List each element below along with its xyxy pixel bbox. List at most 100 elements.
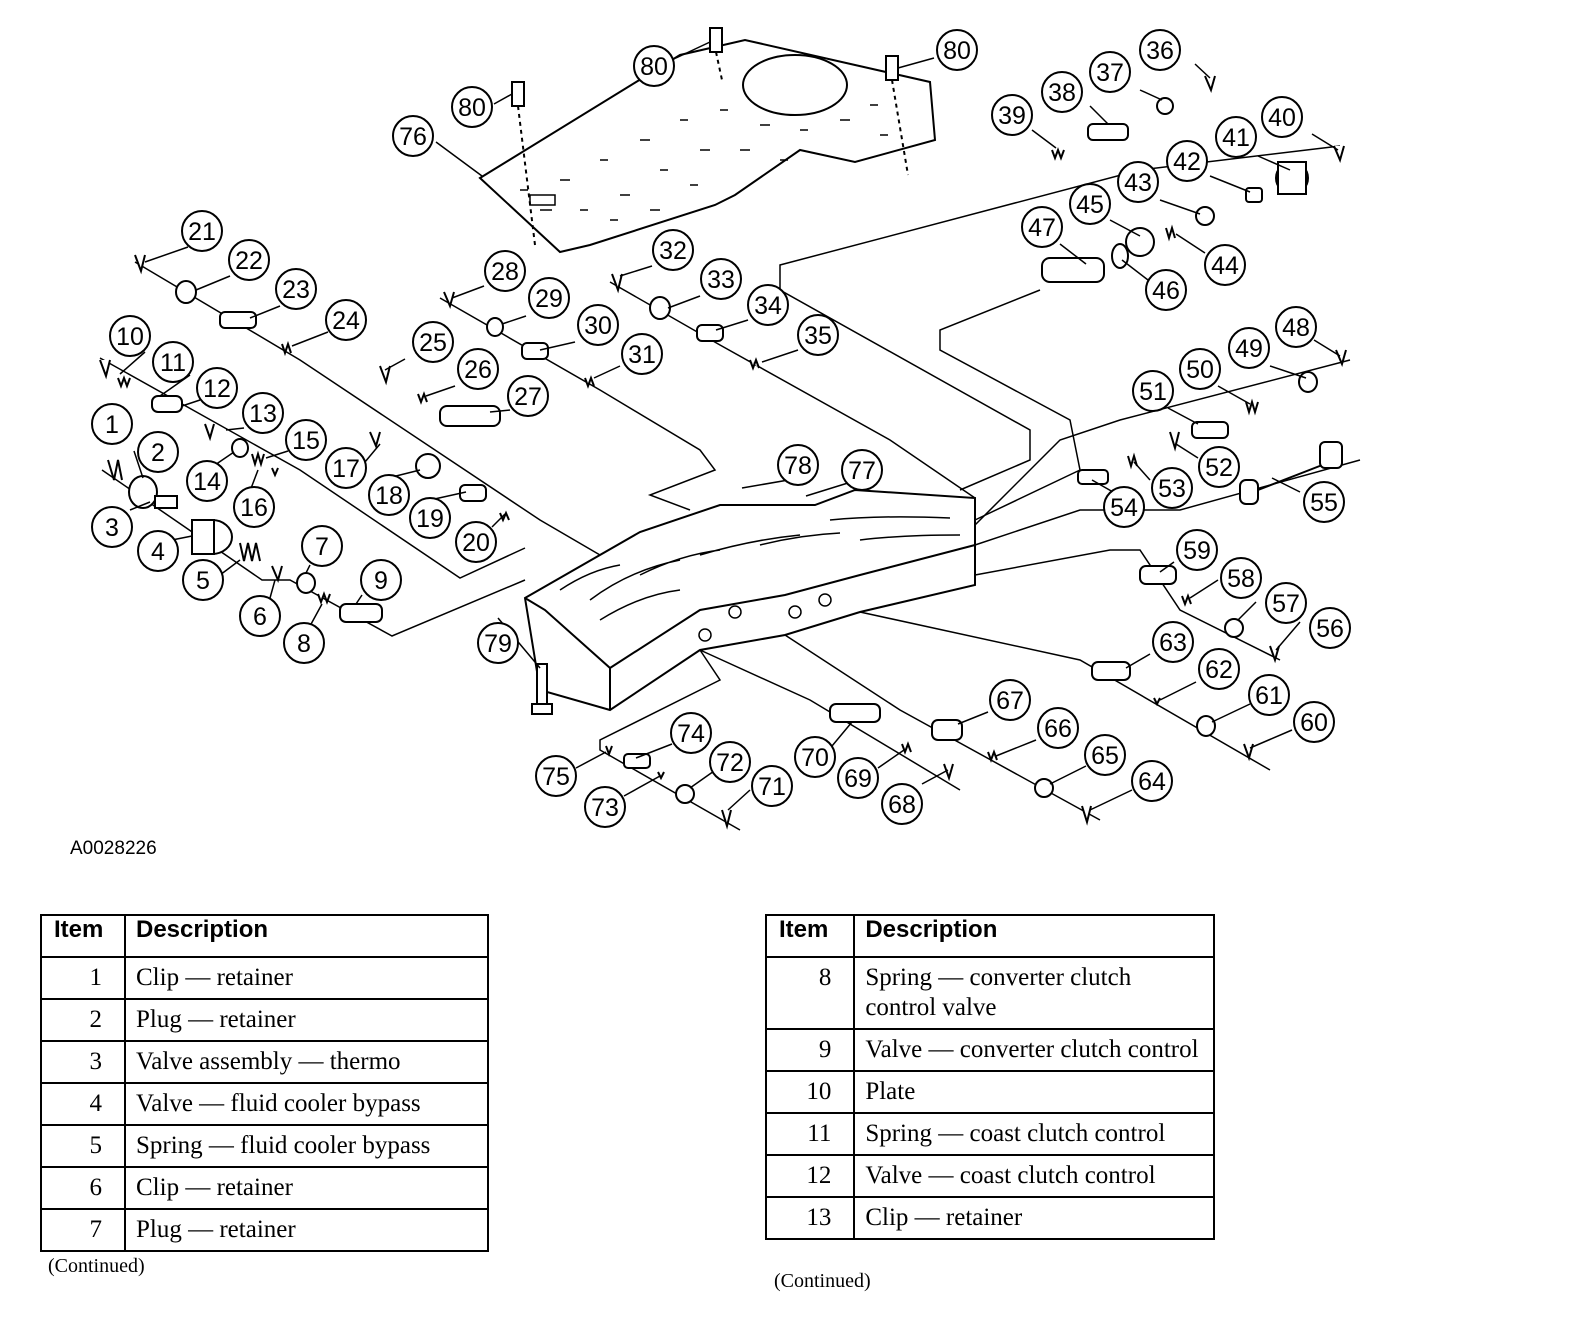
svg-text:78: 78 bbox=[784, 452, 812, 480]
svg-text:59: 59 bbox=[1183, 537, 1211, 565]
callout-47: 47 bbox=[1021, 206, 1063, 248]
callout-5: 5 bbox=[182, 559, 224, 601]
callout-66: 66 bbox=[1037, 707, 1079, 749]
item-number: 1 bbox=[40, 956, 126, 1000]
svg-text:44: 44 bbox=[1211, 252, 1239, 280]
item-description: Valve — fluid cooler bypass bbox=[124, 1082, 489, 1126]
svg-text:20: 20 bbox=[462, 529, 490, 557]
callout-36: 36 bbox=[1139, 29, 1181, 71]
svg-text:2: 2 bbox=[151, 439, 165, 467]
callout-11: 11 bbox=[152, 341, 194, 383]
svg-text:68: 68 bbox=[888, 791, 916, 819]
callout-50: 50 bbox=[1179, 348, 1221, 390]
svg-text:23: 23 bbox=[282, 276, 310, 304]
svg-text:1: 1 bbox=[105, 411, 119, 439]
item-number: 6 bbox=[40, 1166, 126, 1210]
item-number: 10 bbox=[764, 1070, 856, 1114]
svg-text:47: 47 bbox=[1028, 214, 1056, 242]
callout-60: 60 bbox=[1293, 701, 1335, 743]
callout-20: 20 bbox=[455, 521, 497, 563]
svg-text:19: 19 bbox=[416, 505, 444, 533]
bolts-80 bbox=[511, 27, 909, 246]
callout-15: 15 bbox=[285, 419, 327, 461]
svg-text:17: 17 bbox=[332, 455, 360, 483]
callout-59: 59 bbox=[1176, 529, 1218, 571]
bolt-79 bbox=[531, 663, 553, 715]
callout-71: 71 bbox=[751, 765, 793, 807]
callout-54: 54 bbox=[1103, 486, 1145, 528]
svg-text:36: 36 bbox=[1146, 37, 1174, 65]
callout-64: 64 bbox=[1131, 760, 1173, 802]
svg-text:6: 6 bbox=[253, 603, 267, 631]
callout-49: 49 bbox=[1228, 327, 1270, 369]
svg-text:43: 43 bbox=[1124, 169, 1152, 197]
svg-text:9: 9 bbox=[374, 567, 388, 595]
callout-62: 62 bbox=[1198, 648, 1240, 690]
callout-63: 63 bbox=[1152, 621, 1194, 663]
callout-46: 46 bbox=[1145, 269, 1187, 311]
callout-23: 23 bbox=[275, 268, 317, 310]
callout-56: 56 bbox=[1309, 607, 1351, 649]
svg-text:34: 34 bbox=[754, 292, 782, 320]
item-description: Plate bbox=[853, 1070, 1215, 1114]
callout-1: 1 bbox=[91, 403, 133, 445]
callout-25: 25 bbox=[412, 321, 454, 363]
callout-69: 69 bbox=[837, 757, 879, 799]
svg-text:52: 52 bbox=[1205, 454, 1233, 482]
separator-plate bbox=[478, 38, 937, 254]
callout-34: 34 bbox=[747, 284, 789, 326]
callout-17: 17 bbox=[325, 447, 367, 489]
item-description: Clip — retainer bbox=[853, 1196, 1215, 1240]
svg-text:61: 61 bbox=[1255, 682, 1283, 710]
svg-text:5: 5 bbox=[196, 567, 210, 595]
svg-text:33: 33 bbox=[707, 266, 735, 294]
callout-51: 51 bbox=[1132, 370, 1174, 412]
valve-components bbox=[99, 75, 1347, 830]
svg-text:54: 54 bbox=[1110, 494, 1138, 522]
description-header: Description bbox=[124, 914, 489, 958]
callout-16: 16 bbox=[233, 486, 275, 528]
callout-2: 2 bbox=[137, 431, 179, 473]
svg-text:8: 8 bbox=[297, 630, 311, 658]
callout-79: 79 bbox=[477, 622, 519, 664]
callout-27: 27 bbox=[507, 375, 549, 417]
item-number: 12 bbox=[764, 1154, 856, 1198]
callout-7: 7 bbox=[301, 525, 343, 567]
callout-18: 18 bbox=[368, 474, 410, 516]
svg-text:10: 10 bbox=[116, 323, 144, 351]
callout-58: 58 bbox=[1220, 557, 1262, 599]
svg-text:67: 67 bbox=[996, 687, 1024, 715]
svg-text:48: 48 bbox=[1282, 314, 1310, 342]
svg-text:50: 50 bbox=[1186, 356, 1214, 384]
svg-text:13: 13 bbox=[249, 400, 277, 428]
callout-44: 44 bbox=[1204, 244, 1246, 286]
svg-text:73: 73 bbox=[591, 794, 619, 822]
callout-74: 74 bbox=[670, 712, 712, 754]
svg-text:80: 80 bbox=[943, 37, 971, 65]
item-number: 4 bbox=[40, 1082, 126, 1126]
svg-text:71: 71 bbox=[758, 773, 786, 801]
callout-75: 75 bbox=[535, 755, 577, 797]
svg-text:49: 49 bbox=[1235, 335, 1263, 363]
item-number: 13 bbox=[764, 1196, 856, 1240]
continued-note-2: (Continued) bbox=[774, 1270, 871, 1292]
table-header: Item Description bbox=[40, 914, 489, 958]
callout-68: 68 bbox=[881, 783, 923, 825]
svg-text:11: 11 bbox=[160, 349, 186, 377]
continued-note-1: (Continued) bbox=[48, 1255, 145, 1277]
svg-text:30: 30 bbox=[584, 312, 612, 340]
callout-80-left: 80 bbox=[451, 86, 493, 128]
svg-text:65: 65 bbox=[1091, 742, 1119, 770]
callout-3: 3 bbox=[91, 506, 133, 548]
callout-53: 53 bbox=[1151, 467, 1193, 509]
svg-text:7: 7 bbox=[315, 533, 329, 561]
callout-80-top: 80 bbox=[633, 45, 675, 87]
svg-text:60: 60 bbox=[1300, 709, 1328, 737]
callout-14: 14 bbox=[186, 460, 228, 502]
svg-text:56: 56 bbox=[1316, 615, 1344, 643]
